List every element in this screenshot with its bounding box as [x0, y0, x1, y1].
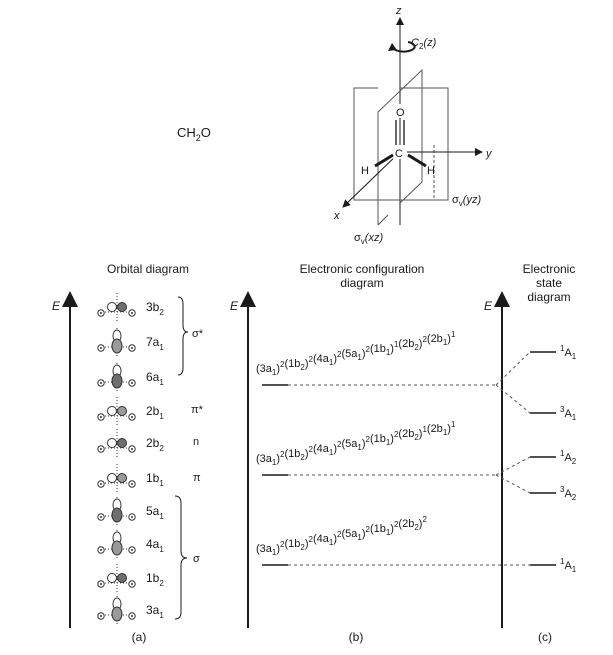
- state-label-1A1: 1A1: [560, 557, 577, 574]
- config-3-text: (3a1)2(1b2)2(4a1)2(5a1)2(1b1)2(2b2)2: [256, 515, 427, 557]
- state-label-3A2: 3A2: [560, 485, 577, 502]
- orbital-shape-icons: [97, 293, 136, 624]
- orbital-label-5a1: 5a1: [146, 504, 164, 521]
- orbital-label-3b2: 3b2: [146, 300, 164, 317]
- plane-yz-label: σv(yz): [452, 194, 481, 208]
- config-header-line1: Electronic configuration: [300, 262, 425, 276]
- plane-xz-label: σv(xz): [354, 232, 383, 246]
- state-connectors: [495, 351, 531, 494]
- sigma-star-brace: [177, 296, 189, 376]
- orbital-label-2b2: 2b2: [146, 436, 164, 453]
- config-1-text: (3a1)2(1b2)2(4a1)2(5a1)2(1b1)1(2b2)2(2b1…: [256, 330, 456, 377]
- orbital-diagram-header: Orbital diagram: [107, 262, 189, 276]
- sigma-star-label: σ*: [192, 328, 204, 340]
- n-label: n: [193, 436, 199, 448]
- orbital-label-1b2: 1b2: [146, 571, 164, 588]
- state-label-1A2: 1A2: [560, 449, 577, 466]
- energy-label-c: E: [484, 299, 493, 313]
- orbital-6a1-icon: [97, 363, 136, 391]
- plane-yz: [353, 87, 449, 201]
- atom-h-right: H: [427, 165, 435, 177]
- x-axis-label: x: [333, 210, 340, 222]
- atom-oxygen: O: [396, 107, 405, 119]
- state-labels: 1A1 3A1 1A2 3A2 1A1: [560, 344, 577, 574]
- orbital-4a1-icon: [97, 530, 136, 558]
- atom-carbon: C: [395, 148, 403, 160]
- orbital-7a1-icon: [97, 328, 136, 356]
- orbital-label-4a1: 4a1: [146, 537, 164, 554]
- pi-star-label: π*: [191, 404, 204, 416]
- orbital-label-2b1: 2b1: [146, 404, 164, 421]
- pi-label: π: [193, 472, 201, 484]
- orbital-label-6a1: 6a1: [146, 370, 164, 387]
- orbital-label-1b1: 1b1: [146, 471, 164, 488]
- sigma-label: σ: [193, 553, 200, 565]
- orbital-label-7a1: 7a1: [146, 335, 164, 352]
- state-label-3A1: 3A1: [560, 405, 577, 422]
- orbital-labels: 3b2 7a1 6a1 2b1 2b2 1b1 5a1 4a1 1b2 3a1: [146, 300, 164, 620]
- panel-b-caption: (b): [349, 630, 364, 644]
- z-axis-label: z: [395, 5, 402, 17]
- config-2-text: (3a1)2(1b2)2(4a1)2(5a1)2(1b1)2(2b2)1(2b1…: [256, 420, 456, 467]
- c2-label: C2(z): [411, 37, 437, 51]
- c2-arrowhead-icon: [388, 43, 397, 51]
- sigma-brace: [174, 495, 188, 620]
- orbital-label-3a1: 3a1: [146, 603, 164, 620]
- c2-rotation-arrow: [393, 41, 416, 53]
- orbital-2b2-icon: [97, 429, 136, 457]
- panel-a-caption: (a): [132, 630, 147, 644]
- energy-label-b: E: [230, 299, 239, 313]
- state-label-1A1: 1A1: [560, 344, 577, 361]
- state-header-line1: Electronic: [523, 262, 576, 276]
- state-header-line2: state: [536, 276, 562, 290]
- orbital-5a1-icon: [97, 497, 136, 525]
- orbital-3a1-icon: [97, 596, 136, 624]
- energy-label-a: E: [52, 299, 61, 313]
- config-header-line2: diagram: [340, 276, 383, 290]
- panel-c-caption: (c): [538, 630, 552, 644]
- y-axis-label: y: [485, 148, 493, 160]
- orbital-2b1-icon: [97, 397, 136, 425]
- plane-xz: [377, 68, 423, 225]
- orbital-3b2-icon: [97, 293, 136, 321]
- orbital-1b1-icon: [97, 464, 136, 492]
- orbital-1b2-icon: [97, 564, 136, 592]
- state-levels: [530, 351, 556, 566]
- symmetry-diagram: z C2(z) y x O C H H σv(yz) σv(xz): [333, 5, 493, 246]
- state-header-line3: diagram: [527, 290, 570, 304]
- molecule-formula: CH2O: [177, 125, 211, 143]
- x-axis: [342, 151, 401, 208]
- atom-h-left: H: [361, 165, 369, 177]
